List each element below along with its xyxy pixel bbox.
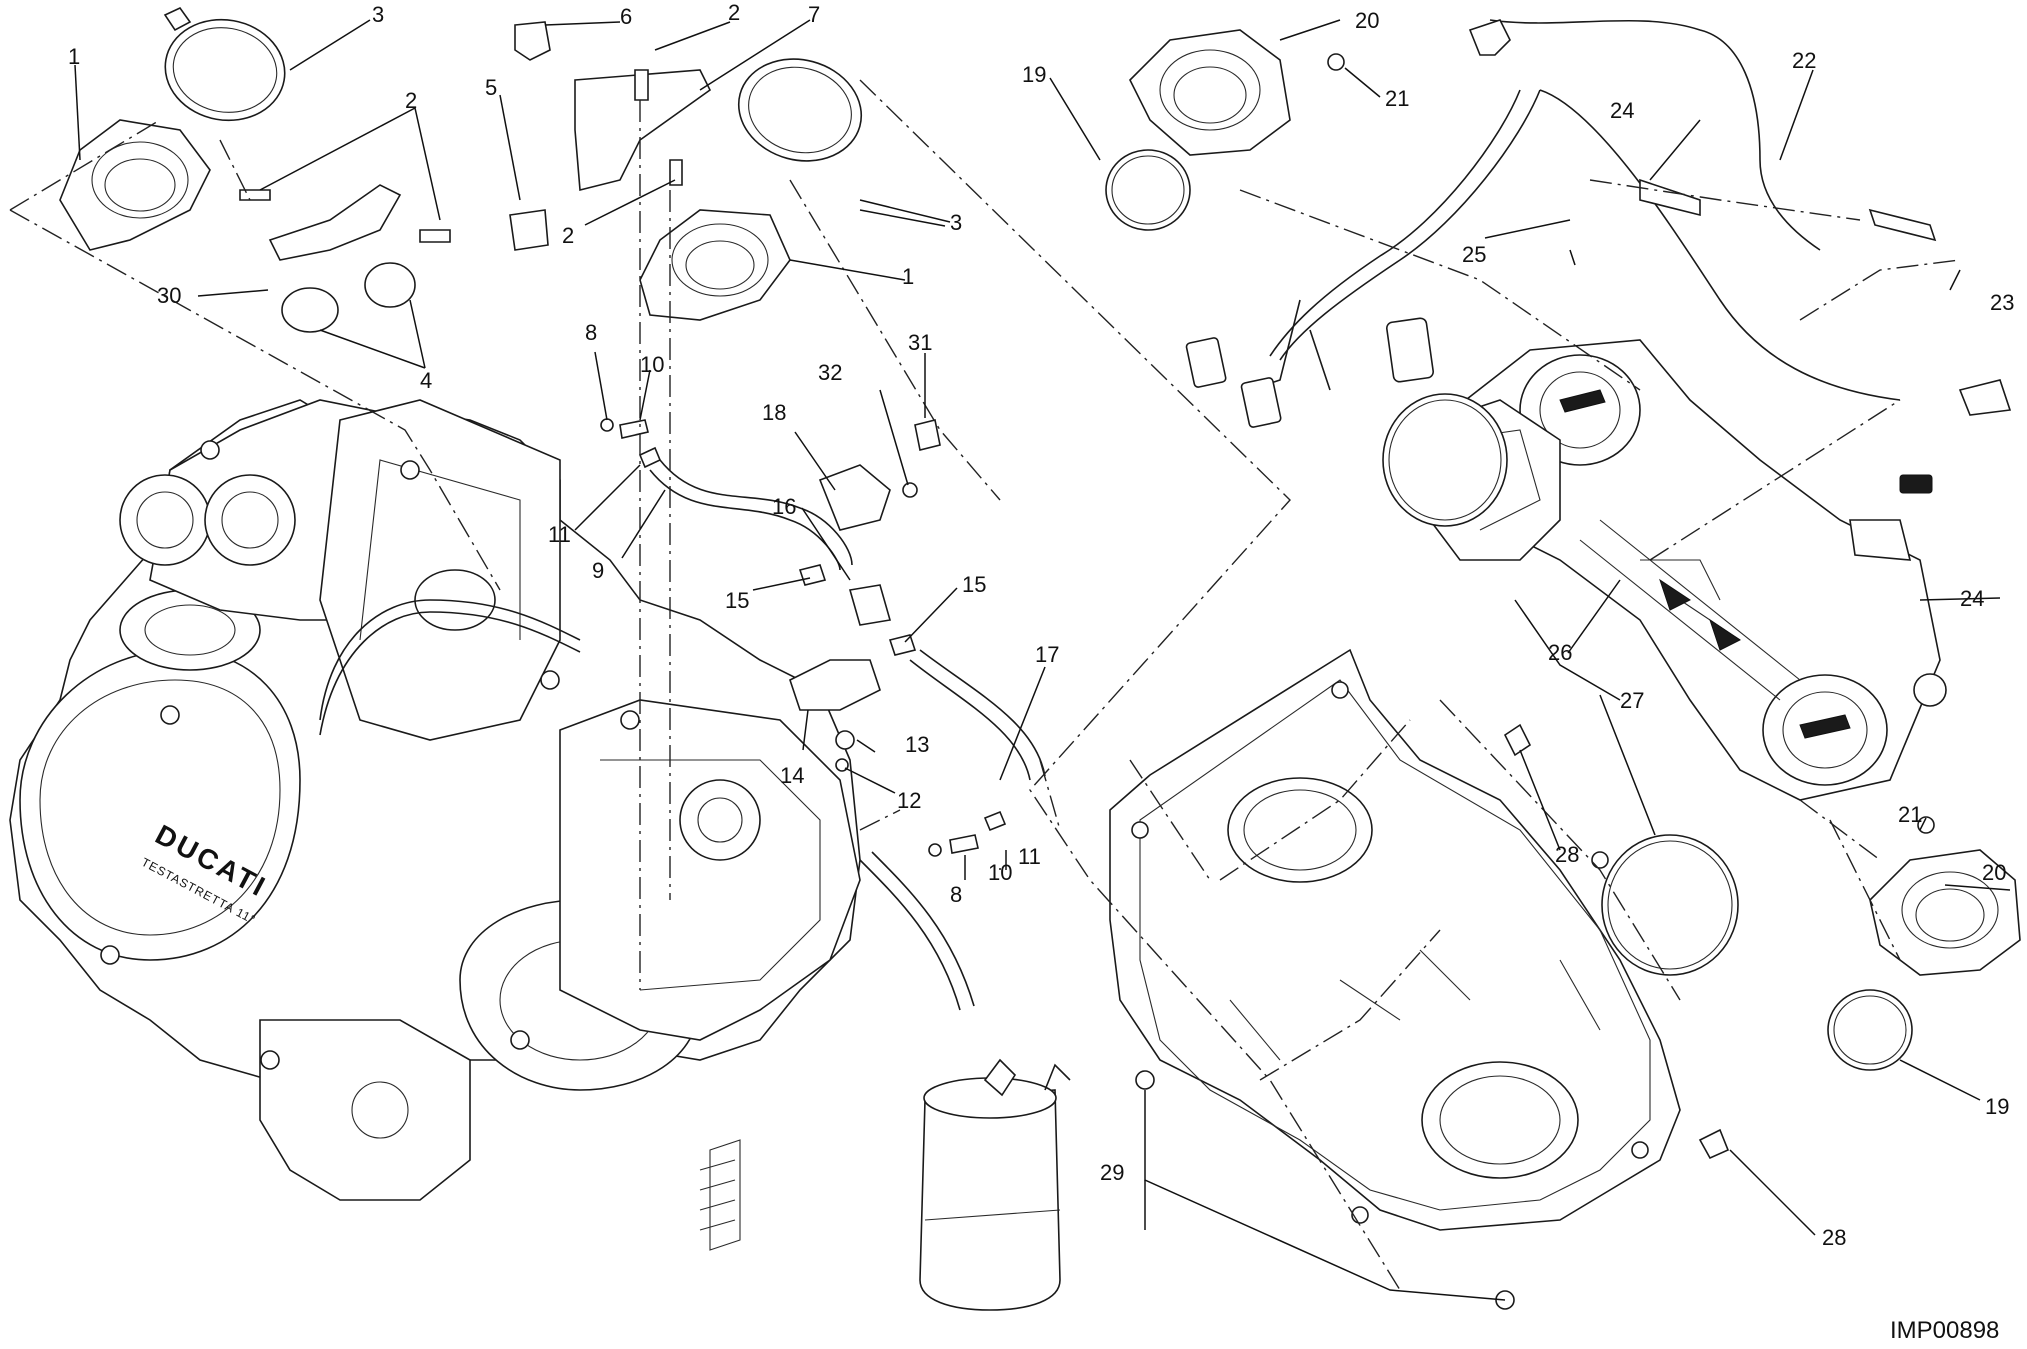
wiring-harness — [1185, 19, 2012, 561]
leader-lines — [74, 19, 2011, 1301]
evap-canister — [919, 1058, 1071, 1311]
callout-24: 24 — [1610, 98, 1634, 123]
callout-19: 19 — [1985, 1094, 2009, 1119]
callout-13: 13 — [905, 732, 929, 757]
callout-11: 11 — [548, 522, 571, 547]
callout-2: 2 — [562, 223, 574, 248]
callout-9: 9 — [592, 558, 604, 583]
callout-14: 14 — [780, 763, 804, 788]
callout-22: 22 — [1792, 48, 1816, 73]
callout-1: 1 — [68, 44, 80, 69]
callout-3: 3 — [372, 2, 384, 27]
callout-28: 28 — [1555, 842, 1579, 867]
callout-20: 20 — [1355, 8, 1379, 33]
callout-1: 1 — [902, 264, 914, 289]
callout-8: 8 — [585, 320, 597, 345]
callout-24: 24 — [1960, 586, 1984, 611]
callout-21: 21 — [1385, 86, 1409, 111]
callout-12: 12 — [897, 788, 921, 813]
callout-23: 23 — [1990, 290, 2014, 315]
intake-parts-center — [509, 21, 863, 321]
callout-16: 16 — [772, 494, 796, 519]
callout-10: 10 — [640, 352, 664, 377]
callout-3: 3 — [950, 210, 962, 235]
callout-28: 28 — [1822, 1225, 1846, 1250]
callout-7: 7 — [808, 2, 820, 27]
callout-19: 19 — [1022, 62, 1046, 87]
assembly-lines — [9, 79, 1961, 1291]
small-parts — [600, 418, 1046, 857]
callout-21: 21 — [1898, 802, 1922, 827]
callout-4: 4 — [420, 368, 432, 393]
callout-29: 29 — [1100, 1160, 1124, 1185]
callout-15: 15 — [725, 588, 749, 613]
callout-8: 8 — [950, 882, 962, 907]
throttle-body — [1429, 339, 1947, 801]
callout-11: 11 — [1018, 844, 1041, 869]
callout-10: 10 — [988, 860, 1012, 885]
engine-block: DUCATI TESTASTRETTA 11° — [9, 399, 975, 1251]
callout-20: 20 — [1982, 860, 2006, 885]
seals-and-fasteners — [1105, 29, 2021, 1310]
airbox — [1109, 648, 1681, 1231]
callout-31: 31 — [908, 330, 932, 355]
intake-parts-left — [59, 6, 451, 333]
callout-26: 26 — [1548, 640, 1572, 665]
callout-15: 15 — [962, 572, 986, 597]
callout-18: 18 — [762, 400, 786, 425]
callout-5: 5 — [485, 75, 497, 100]
callout-27: 27 — [1620, 688, 1644, 713]
diagram-reference-code: IMP00898 — [1890, 1317, 1999, 1344]
callout-30: 30 — [157, 283, 181, 308]
callout-17: 17 — [1035, 642, 1059, 667]
callout-32: 32 — [818, 360, 842, 385]
callout-labels: 1 1 2 2 2 3 3 4 5 6 7 8 8 9 10 10 11 11 … — [68, 0, 2014, 1250]
callout-2: 2 — [728, 0, 740, 25]
callout-6: 6 — [620, 4, 632, 29]
callout-25: 25 — [1462, 242, 1486, 267]
callout-2: 2 — [405, 88, 417, 113]
